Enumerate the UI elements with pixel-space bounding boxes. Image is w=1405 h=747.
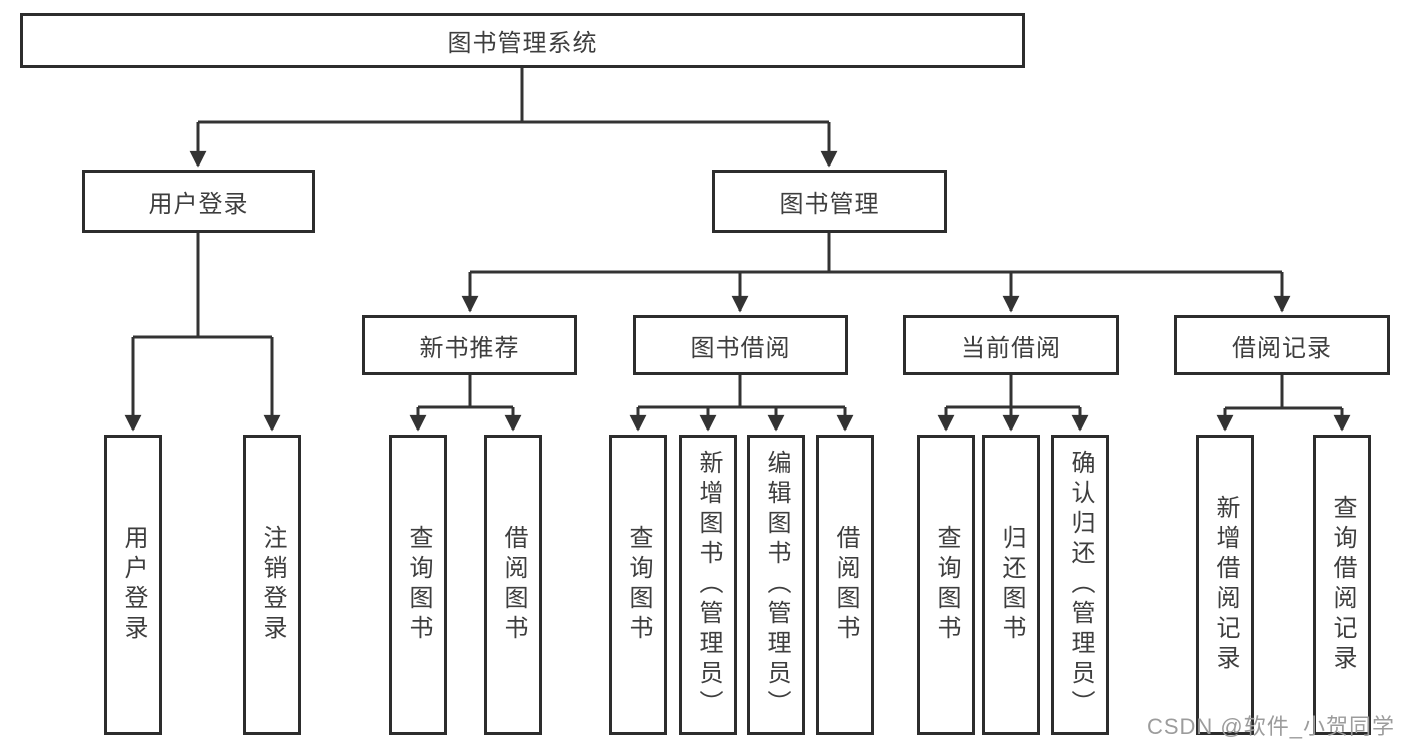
- leaf-record-query: 查询借阅记录: [1313, 435, 1371, 735]
- leaf-record-add: 新增借阅记录: [1196, 435, 1254, 735]
- leaf-borrow-borrow-book: 借阅图书: [816, 435, 874, 735]
- node-user-login: 用户登录: [82, 170, 315, 233]
- leaf-current-query-book: 查询图书: [917, 435, 975, 735]
- leaf-user-login: 用户登录: [104, 435, 162, 735]
- node-borrow-record: 借阅记录: [1174, 315, 1390, 375]
- leaf-recommend-query-book: 查询图书: [389, 435, 447, 735]
- node-book-borrow: 图书借阅: [633, 315, 848, 375]
- leaf-borrow-edit-book-admin: 编辑图书（管理员）: [747, 435, 805, 735]
- node-book-management: 图书管理: [712, 170, 947, 233]
- node-current-borrow: 当前借阅: [903, 315, 1119, 375]
- csdn-watermark: CSDN @软件_小贺同学: [1146, 714, 1395, 739]
- node-new-book-recommend: 新书推荐: [362, 315, 577, 375]
- leaf-recommend-borrow-book: 借阅图书: [484, 435, 542, 735]
- leaf-current-return-book: 归还图书: [982, 435, 1040, 735]
- node-library-management-system: 图书管理系统: [20, 13, 1025, 68]
- leaf-borrow-add-book-admin: 新增图书（管理员）: [679, 435, 737, 735]
- leaf-borrow-query-book: 查询图书: [609, 435, 667, 735]
- leaf-current-confirm-return-admin: 确认归还（管理员）: [1051, 435, 1109, 735]
- leaf-logout: 注销登录: [243, 435, 301, 735]
